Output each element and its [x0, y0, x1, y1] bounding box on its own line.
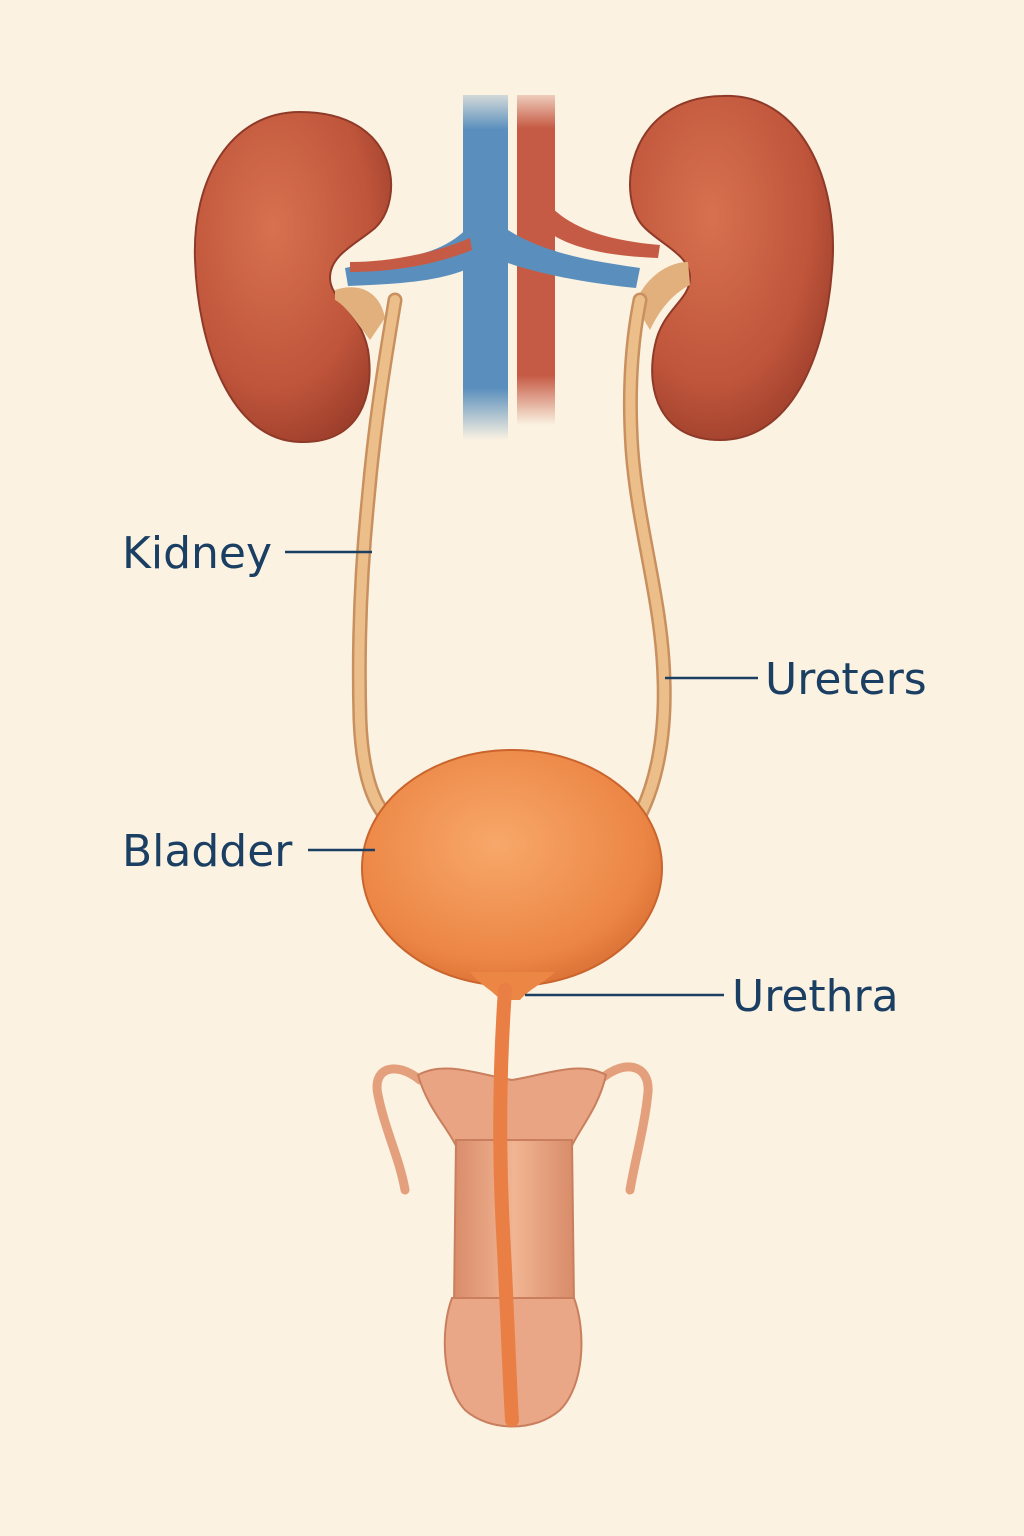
bladder-label: Bladder	[122, 826, 293, 877]
great-vessels	[345, 95, 660, 440]
right-renal-artery	[540, 200, 660, 258]
right-vas-deferens	[595, 1062, 653, 1195]
right-kidney	[629, 94, 834, 442]
left-kidney	[193, 110, 393, 444]
left-renal-artery	[350, 238, 472, 272]
right-renal-vein	[505, 228, 640, 288]
ureters-label: Ureters	[765, 654, 927, 705]
left-vas-deferens	[372, 1064, 425, 1195]
bladder	[361, 749, 663, 1000]
urethra	[493, 983, 519, 1427]
urethra-label: Urethra	[732, 971, 899, 1022]
ureters	[351, 292, 672, 823]
penis-root	[416, 1067, 608, 1151]
penis-shaft	[452, 1139, 576, 1306]
inferior-vena-cava	[463, 95, 508, 440]
kidney-label: Kidney	[122, 528, 272, 579]
